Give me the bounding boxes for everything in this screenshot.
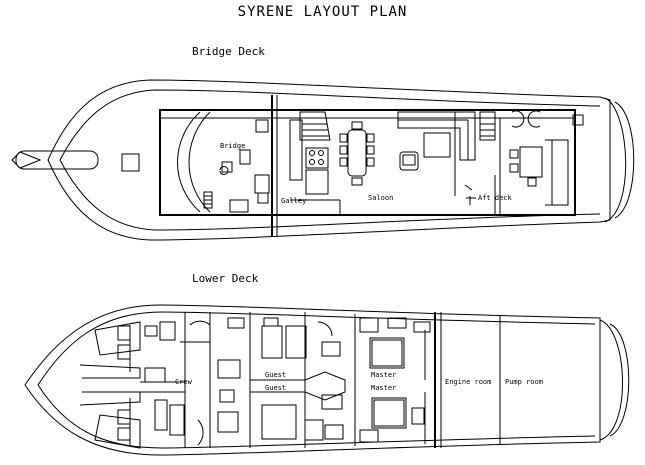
crew-label: Crew <box>175 378 193 386</box>
dining-table <box>347 129 367 177</box>
master-berth-upper <box>369 337 405 369</box>
guest-upper-label: Guest <box>265 371 286 379</box>
saloon-sofa <box>397 111 476 161</box>
bridge-hull-inner <box>59 89 601 231</box>
aft-chair-right <box>527 110 541 128</box>
aft-deck-label: Aft deck <box>478 194 513 202</box>
bowsprit <box>15 150 99 170</box>
aft-deck-table <box>519 146 543 178</box>
bridge-label: Bridge <box>220 142 245 150</box>
lower-deck-plan <box>24 304 630 456</box>
pump-room-label: Pump room <box>505 378 543 386</box>
helm-seat <box>221 161 233 173</box>
master-lower-label: Master <box>371 384 396 392</box>
lower-deck-title: Lower Deck <box>192 272 259 285</box>
engine-room-label: Engine room <box>445 378 491 386</box>
bridge-transom <box>604 97 627 223</box>
lower-corridor <box>249 371 346 401</box>
galley-stairs <box>299 111 331 141</box>
lower-hull-outline <box>24 304 601 456</box>
hatch <box>121 153 140 172</box>
aft-chair-left <box>511 110 525 128</box>
crew-stairs <box>197 419 204 446</box>
plan-title: SYRENE LAYOUT PLAN <box>237 4 408 20</box>
bridge-deck-title: Bridge Deck <box>192 45 265 58</box>
guest-lower-label: Guest <box>265 384 286 392</box>
master-berth-lower <box>371 397 407 429</box>
galley-counter <box>289 119 303 181</box>
crew-galley-counter <box>144 367 166 383</box>
guest-berth-lower <box>261 404 297 440</box>
guest-berth-upper-right <box>285 325 307 359</box>
saloon-label: Saloon <box>368 194 393 202</box>
galley-label: Galley <box>281 197 306 205</box>
crew-berths <box>94 321 141 356</box>
coffee-table <box>423 132 451 158</box>
master-upper-label: Master <box>371 371 396 379</box>
bow-pulpit <box>11 151 42 169</box>
lower-hull-inner <box>37 311 596 449</box>
saloon-armchair <box>399 151 419 171</box>
guest-berth-upper-left <box>261 325 283 359</box>
bridge-console <box>177 111 201 213</box>
aft-deck-seating <box>545 139 569 206</box>
galley-stove <box>305 147 329 169</box>
lower-transom <box>599 319 623 441</box>
bridge-deck-plan <box>11 79 635 241</box>
bridge-hull-outline <box>47 79 611 241</box>
